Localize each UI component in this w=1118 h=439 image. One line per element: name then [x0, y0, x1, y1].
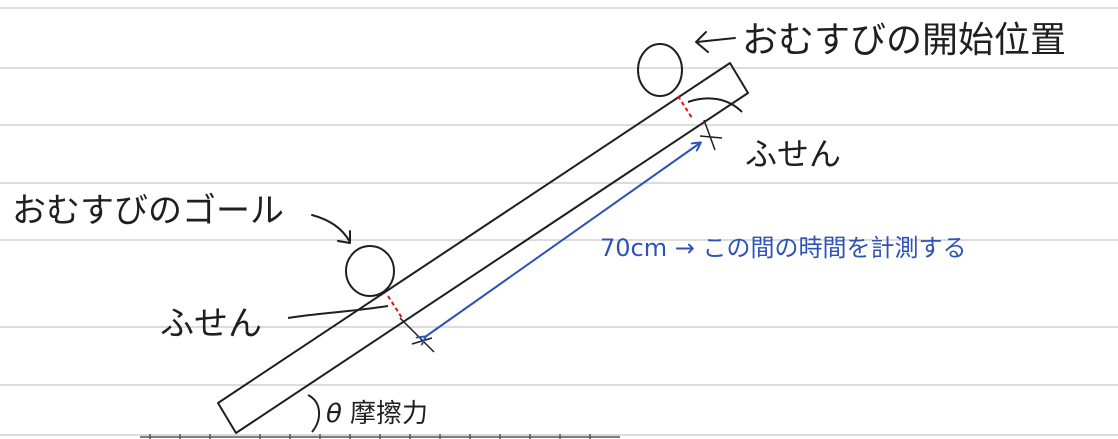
sticky-note-top-label: ふせん	[745, 135, 841, 173]
sticky-note-mark-bottom	[387, 295, 403, 319]
goal-pointer-arrow	[311, 214, 351, 244]
rice-ball-start	[637, 43, 683, 97]
goal-label: おむすびのゴール	[12, 191, 284, 231]
sticky-note-bottom-leader	[287, 305, 389, 319]
sticky-note-top-leader	[687, 97, 743, 113]
friction-label: 摩擦力	[350, 399, 428, 429]
start-position-label: おむすびの開始位置	[742, 20, 1066, 61]
angle-label: θ	[326, 399, 342, 429]
angle-arc	[307, 394, 320, 433]
rice-ball-goal	[345, 245, 395, 297]
sticky-note-mark-top	[677, 95, 693, 119]
sticky-note-bottom-label: ふせん	[160, 304, 262, 344]
measure-tick-top	[699, 119, 723, 151]
start-pointer-arrow	[695, 31, 736, 53]
measurement-arrow	[425, 143, 700, 337]
measurement-label: 70cm → この間の時間を計測する	[600, 234, 966, 262]
floor-hatching	[140, 434, 620, 439]
